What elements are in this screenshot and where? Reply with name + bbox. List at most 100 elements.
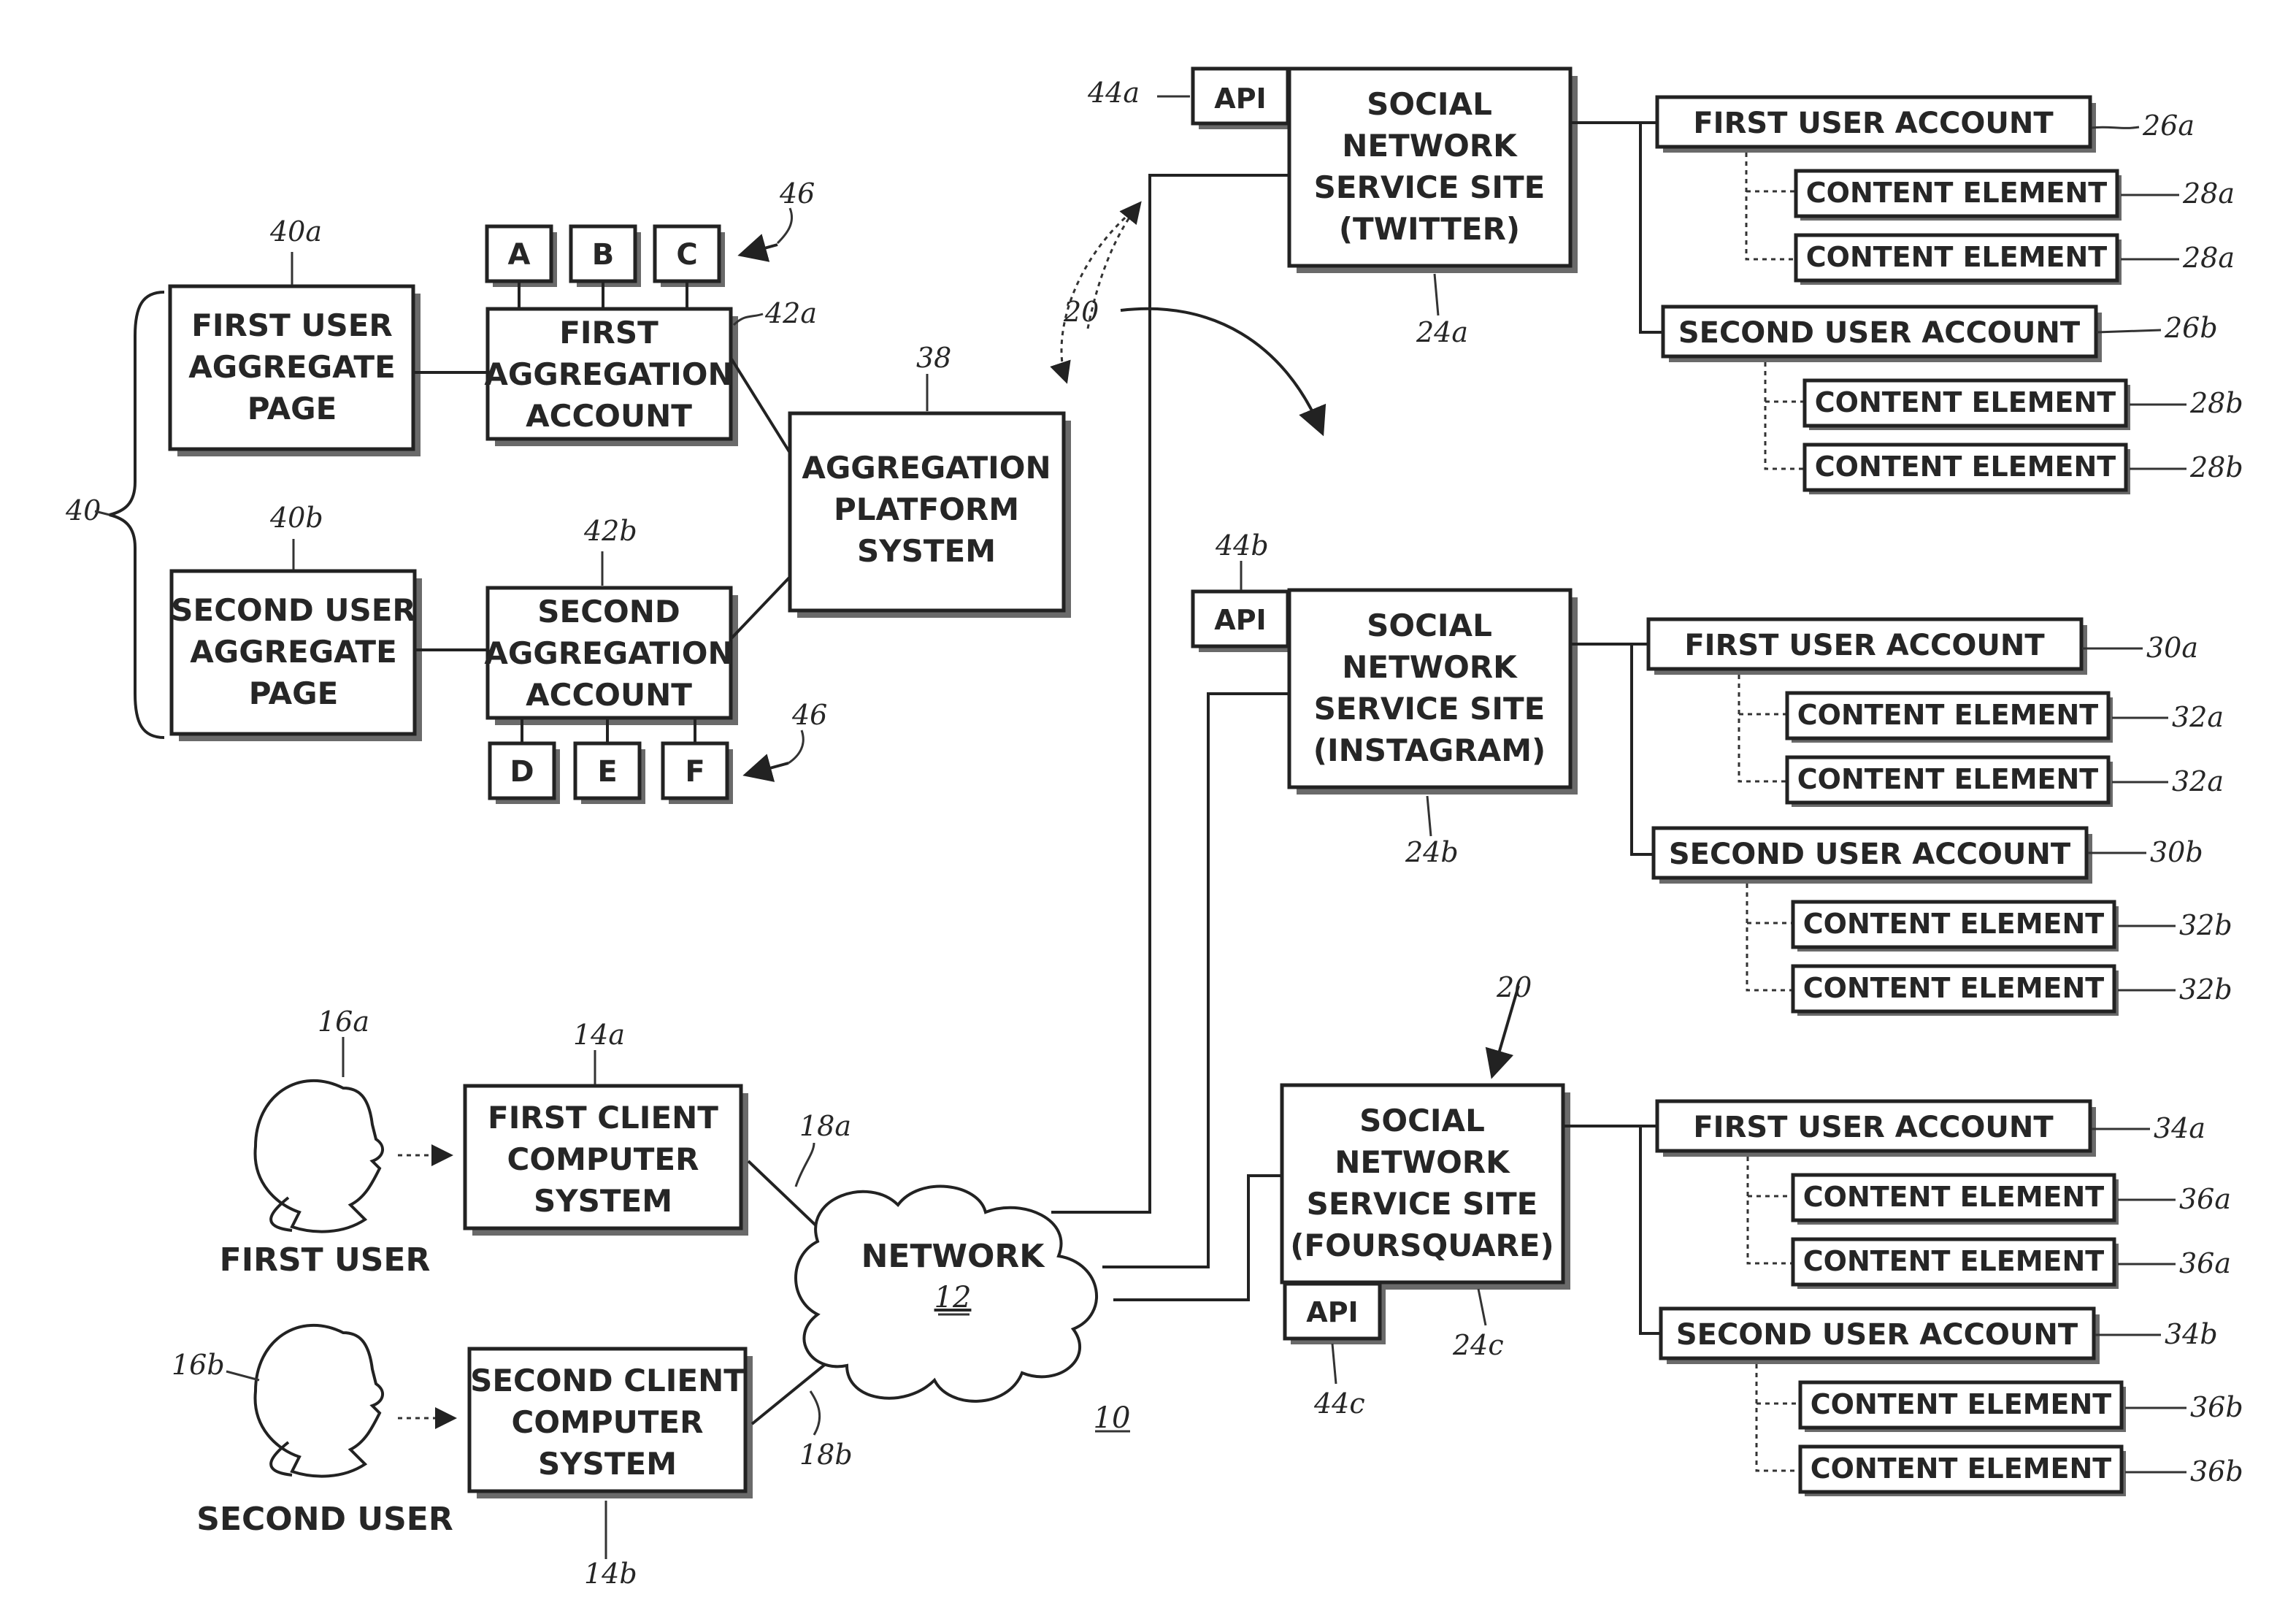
network-link-foursquare bbox=[1113, 1176, 1281, 1300]
twitter-second-content-1-label: CONTENT ELEMENT bbox=[1815, 386, 2116, 418]
foursquare-second-content-2-label: CONTENT ELEMENT bbox=[1811, 1452, 2112, 1485]
second-aggregation-account-line-2: AGGREGATION bbox=[484, 635, 733, 671]
first-user-label: FIRST USER bbox=[220, 1241, 431, 1279]
second-aggregate-page-ref: 40b bbox=[269, 502, 323, 534]
first-aggregation-account-line-1: FIRST bbox=[559, 315, 659, 351]
second-client-line-1: SECOND CLIENT bbox=[470, 1363, 745, 1398]
foursquare-first-content-2-ref: 36a bbox=[2179, 1247, 2231, 1279]
foursquare-site-line-2: NETWORK bbox=[1335, 1144, 1510, 1180]
foursquare-first-account-ref: 34a bbox=[2154, 1112, 2205, 1144]
twitter-site-line-2: NETWORK bbox=[1342, 128, 1518, 164]
foursquare-site-line-1: SOCIAL bbox=[1359, 1103, 1485, 1138]
instagram-second-content-2-label: CONTENT ELEMENT bbox=[1803, 972, 2105, 1004]
second-aggregate-page-line-2: AGGREGATE bbox=[190, 634, 397, 670]
instagram-second-content-2-ref: 32b bbox=[2179, 973, 2232, 1006]
tag-def-ref: 46 bbox=[791, 699, 827, 731]
twitter-second-content-2-label: CONTENT ELEMENT bbox=[1815, 451, 2116, 483]
instagram-site-line-3: SERVICE SITE bbox=[1314, 691, 1546, 727]
twitter-site-line-3: SERVICE SITE bbox=[1314, 169, 1546, 205]
instagram-site-line-2: NETWORK bbox=[1342, 649, 1518, 685]
tag-abc-ref: 46 bbox=[779, 177, 815, 210]
foursquare-account-links bbox=[1563, 1126, 1661, 1333]
instagram-second-content-1-ref: 32b bbox=[2179, 909, 2232, 941]
instagram-first-content-2-label: CONTENT ELEMENT bbox=[1797, 763, 2099, 795]
twitter-first-content-1-ref: 28a bbox=[2182, 177, 2235, 210]
foursquare-second-account-label: SECOND USER ACCOUNT bbox=[1676, 1318, 2078, 1352]
aggregation-platform-line-2: PLATFORM bbox=[834, 491, 1019, 527]
aggregate-pages-brace bbox=[110, 292, 164, 738]
foursquare-first-content-2-label: CONTENT ELEMENT bbox=[1803, 1245, 2105, 1277]
foursquare-second-content-links bbox=[1756, 1364, 1800, 1471]
instagram-first-account-ref: 30a bbox=[2146, 632, 2198, 664]
aggregation-platform-ref: 38 bbox=[916, 342, 951, 374]
figure-ref: 10 bbox=[1094, 1401, 1131, 1435]
twitter-site-line-1: SOCIAL bbox=[1367, 86, 1492, 122]
client-link-18b-ref: 18b bbox=[799, 1439, 853, 1471]
foursquare-second-content-1-ref: 36b bbox=[2190, 1391, 2243, 1423]
twitter-second-content-2-ref: 28b bbox=[2189, 451, 2243, 483]
twitter-first-content-2-label: CONTENT ELEMENT bbox=[1806, 241, 2108, 273]
second-aggregate-page-line-1: SECOND USER bbox=[171, 592, 416, 628]
twitter-first-account-ref: 26a bbox=[2142, 110, 2195, 142]
client-link-18a-ref: 18a bbox=[799, 1110, 851, 1142]
twitter-first-content-2-ref: 28a bbox=[2182, 242, 2235, 274]
aggregation-platform-line-1: AGGREGATION bbox=[802, 450, 1051, 486]
foursquare-site-line-4: (FOURSQUARE) bbox=[1290, 1228, 1554, 1263]
first-aggregate-page-line-3: PAGE bbox=[247, 391, 337, 426]
second-aggregation-account-ref: 42b bbox=[583, 515, 637, 547]
twitter-second-account-label: SECOND USER ACCOUNT bbox=[1678, 316, 2081, 350]
foursquare-site-ref: 24c bbox=[1452, 1329, 1504, 1361]
twitter-second-account-ref: 26b bbox=[2164, 312, 2218, 344]
foursquare-first-content-1-ref: 36a bbox=[2179, 1183, 2231, 1215]
platform-link-1 bbox=[731, 358, 790, 453]
first-user-ref: 16a bbox=[318, 1006, 369, 1038]
api-44c-label: API bbox=[1306, 1296, 1358, 1328]
tag-def-arrow bbox=[748, 763, 788, 774]
aggregation-platform-line-3: SYSTEM bbox=[857, 533, 996, 569]
twitter-site-ref: 24a bbox=[1416, 316, 1468, 348]
second-client-ref: 14b bbox=[584, 1558, 637, 1590]
first-client-line-2: COMPUTER bbox=[507, 1141, 699, 1177]
twitter-first-account-label: FIRST USER ACCOUNT bbox=[1693, 107, 2054, 140]
foursquare-second-account-ref: 34b bbox=[2165, 1318, 2218, 1350]
second-user-label: SECOND USER bbox=[196, 1501, 453, 1538]
foursquare-first-content-1-label: CONTENT ELEMENT bbox=[1803, 1181, 2105, 1213]
network-label: NETWORK bbox=[861, 1238, 1046, 1275]
first-aggregate-page-ref: 40a bbox=[269, 215, 322, 248]
instagram-second-account-ref: 30b bbox=[2150, 836, 2203, 868]
instagram-site-ref: 24b bbox=[1405, 836, 1459, 868]
twitter-first-content-1-label: CONTENT ELEMENT bbox=[1806, 177, 2108, 209]
second-aggregate-page-line-3: PAGE bbox=[249, 675, 339, 711]
tag-abc-arrow bbox=[743, 245, 778, 254]
api-44b-ref: 44b bbox=[1215, 529, 1269, 562]
instagram-site-line-4: (INSTAGRAM) bbox=[1313, 732, 1546, 768]
tag-b-label: B bbox=[592, 238, 615, 272]
instagram-first-content-2-ref: 32a bbox=[2172, 765, 2224, 797]
instagram-account-links bbox=[1570, 644, 1654, 854]
api-44b-label: API bbox=[1214, 604, 1266, 636]
twitter-second-content-1-ref: 28b bbox=[2189, 387, 2243, 419]
second-aggregation-account-line-3: ACCOUNT bbox=[526, 677, 692, 713]
client-link-18a bbox=[748, 1161, 825, 1234]
instagram-second-content-links bbox=[1747, 884, 1793, 990]
first-client-line-3: SYSTEM bbox=[534, 1183, 672, 1219]
foursquare-arrow-20-ref: 20 bbox=[1496, 971, 1532, 1003]
instagram-first-content-1-ref: 32a bbox=[2172, 701, 2224, 733]
instagram-first-content-1-label: CONTENT ELEMENT bbox=[1797, 699, 2099, 731]
first-aggregation-account-line-3: ACCOUNT bbox=[526, 398, 692, 434]
twitter-first-content-links bbox=[1746, 153, 1796, 259]
twitter-site-line-4: (TWITTER) bbox=[1339, 211, 1520, 247]
instagram-first-content-links bbox=[1739, 675, 1787, 781]
second-user-ref: 16b bbox=[172, 1349, 225, 1381]
network-link-instagram bbox=[1102, 694, 1289, 1267]
foursquare-first-content-links bbox=[1748, 1157, 1793, 1263]
tag-d-label: D bbox=[510, 755, 534, 789]
instagram-site-line-1: SOCIAL bbox=[1367, 608, 1492, 643]
instagram-second-account-label: SECOND USER ACCOUNT bbox=[1669, 838, 2071, 871]
foursquare-second-content-2-ref: 36b bbox=[2190, 1455, 2243, 1488]
first-aggregation-account-ref: 42a bbox=[764, 297, 817, 329]
instagram-first-account-label: FIRST USER ACCOUNT bbox=[1684, 629, 2045, 662]
second-aggregation-account-line-1: SECOND bbox=[537, 594, 680, 629]
tag-f-label: F bbox=[685, 755, 704, 789]
instagram-second-content-1-label: CONTENT ELEMENT bbox=[1803, 908, 2105, 940]
